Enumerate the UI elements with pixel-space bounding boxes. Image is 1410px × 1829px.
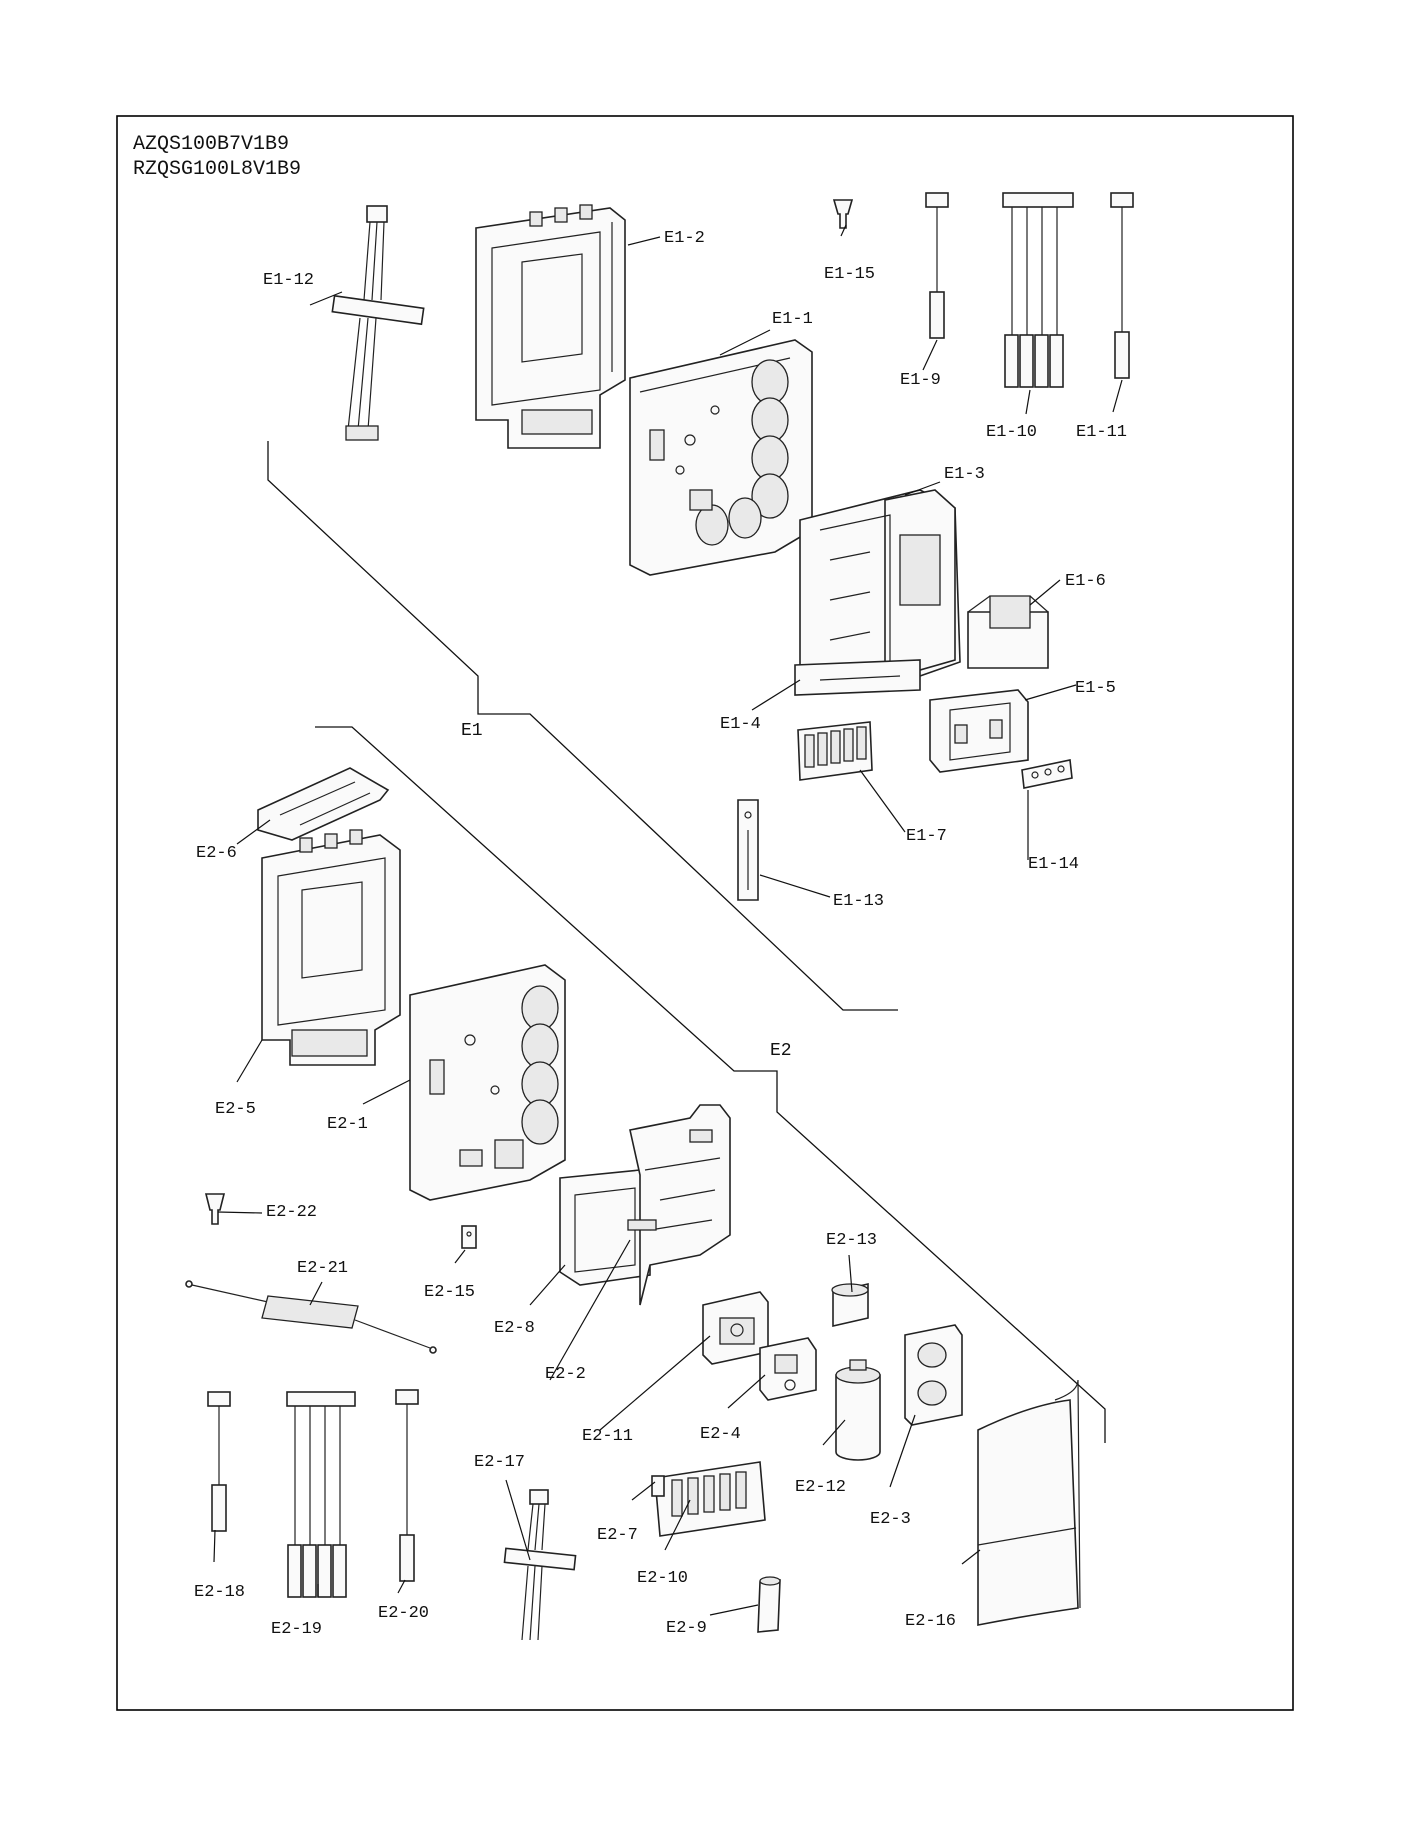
label-e2-6: E2-6 <box>196 844 237 863</box>
cover-plate-e2-5 <box>261 829 401 1066</box>
e2-group-divider <box>315 726 1106 1443</box>
noise-filter-e2-4 <box>759 1337 817 1401</box>
inverter-pcb-e2-2 <box>627 1104 731 1306</box>
capacitor-board-e2-11 <box>702 1291 769 1365</box>
label-e2-20: E2-20 <box>378 1604 429 1623</box>
label-e1-2: E1-2 <box>664 229 705 248</box>
label-e1-11: E1-11 <box>1076 423 1127 442</box>
harness-e2-17 <box>503 1489 577 1641</box>
pcb-board-e1-1 <box>629 339 813 576</box>
sensor-e2-18 <box>207 1391 231 1532</box>
sensor-e1-9 <box>925 192 949 339</box>
terminal-strip-e1-14 <box>1021 759 1073 789</box>
curved-cover-e2-16 <box>977 1379 1081 1626</box>
model-number-1: AZQS100B7V1B9 <box>133 133 289 156</box>
grommet-e1-15 <box>832 199 854 229</box>
label-e1-6: E1-6 <box>1065 572 1106 591</box>
label-e1-14: E1-14 <box>1028 855 1079 874</box>
label-e1-1: E1-1 <box>772 310 813 329</box>
label-e2-4: E2-4 <box>700 1425 741 1444</box>
label-e1-9: E1-9 <box>900 371 941 390</box>
group-e2-label: E2 <box>770 1041 792 1061</box>
clip-e2-15 <box>461 1225 477 1249</box>
label-e2-17: E2-17 <box>474 1453 525 1472</box>
label-e2-16: E2-16 <box>905 1612 956 1631</box>
cover-plate-e1-2 <box>475 204 626 449</box>
reactor-e1-6 <box>967 595 1049 669</box>
label-e2-12: E2-12 <box>795 1478 846 1497</box>
label-e2-22: E2-22 <box>266 1203 317 1222</box>
label-e1-3: E1-3 <box>944 465 985 484</box>
switchbox-frame-e1-3 <box>799 489 961 691</box>
grommet-e2-22 <box>204 1193 226 1225</box>
group-e1-label: E1 <box>461 721 483 741</box>
label-e1-4: E1-4 <box>720 715 761 734</box>
label-e2-7: E2-7 <box>597 1526 638 1545</box>
label-e2-13: E2-13 <box>826 1231 877 1250</box>
label-e2-1: E2-1 <box>327 1115 368 1134</box>
label-e2-9: E2-9 <box>666 1619 707 1638</box>
label-e1-5: E1-5 <box>1075 679 1116 698</box>
label-e1-7: E1-7 <box>906 827 947 846</box>
model-number-2: RZQSG100L8V1B9 <box>133 158 301 181</box>
label-e2-18: E2-18 <box>194 1583 245 1602</box>
label-e2-21: E2-21 <box>297 1259 348 1278</box>
diagram-frame <box>116 115 1294 1711</box>
label-e2-2: E2-2 <box>545 1365 586 1384</box>
e1-group-divider <box>267 441 898 1011</box>
label-e2-19: E2-19 <box>271 1620 322 1639</box>
label-e2-11: E2-11 <box>582 1427 633 1446</box>
bracket-e2-7 <box>651 1475 665 1497</box>
bracket-e1-4 <box>794 659 921 696</box>
sensor-e1-11 <box>1110 192 1134 379</box>
label-e2-8: E2-8 <box>494 1319 535 1338</box>
label-e2-3: E2-3 <box>870 1510 911 1529</box>
label-e1-13: E1-13 <box>833 892 884 911</box>
label-e2-15: E2-15 <box>424 1283 475 1302</box>
sensor-e2-20 <box>395 1389 419 1582</box>
sensor-harness-e2-19 <box>286 1391 356 1598</box>
capacitor-e2-12 <box>835 1359 881 1461</box>
pcb-board-e2-1 <box>409 964 566 1201</box>
harness-e1-12 <box>331 205 425 441</box>
leader-lines <box>213 224 1123 1616</box>
terminal-block-e1-7 <box>797 721 873 781</box>
top-plate-e2-6 <box>257 767 390 841</box>
heater-e2-21 <box>185 1280 437 1354</box>
bracket-e1-13 <box>737 799 759 901</box>
label-e1-15: E1-15 <box>824 265 875 284</box>
label-e2-10: E2-10 <box>637 1569 688 1588</box>
label-e1-10: E1-10 <box>986 423 1037 442</box>
sensor-harness-e1-10 <box>1002 192 1074 388</box>
label-e2-5: E2-5 <box>215 1100 256 1119</box>
terminal-holder-e1-5 <box>929 689 1029 773</box>
terminal-block-e2-10 <box>654 1461 766 1537</box>
fuse-e2-9 <box>757 1576 781 1633</box>
ring-e2-13 <box>831 1282 869 1328</box>
filter-board-e2-3 <box>904 1324 963 1426</box>
part-labels: E1-2 E1-1 E1-3 E1-6 E1-5 E1-4 E1-7 E1-13… <box>194 229 1127 1639</box>
label-e1-12: E1-12 <box>263 271 314 290</box>
